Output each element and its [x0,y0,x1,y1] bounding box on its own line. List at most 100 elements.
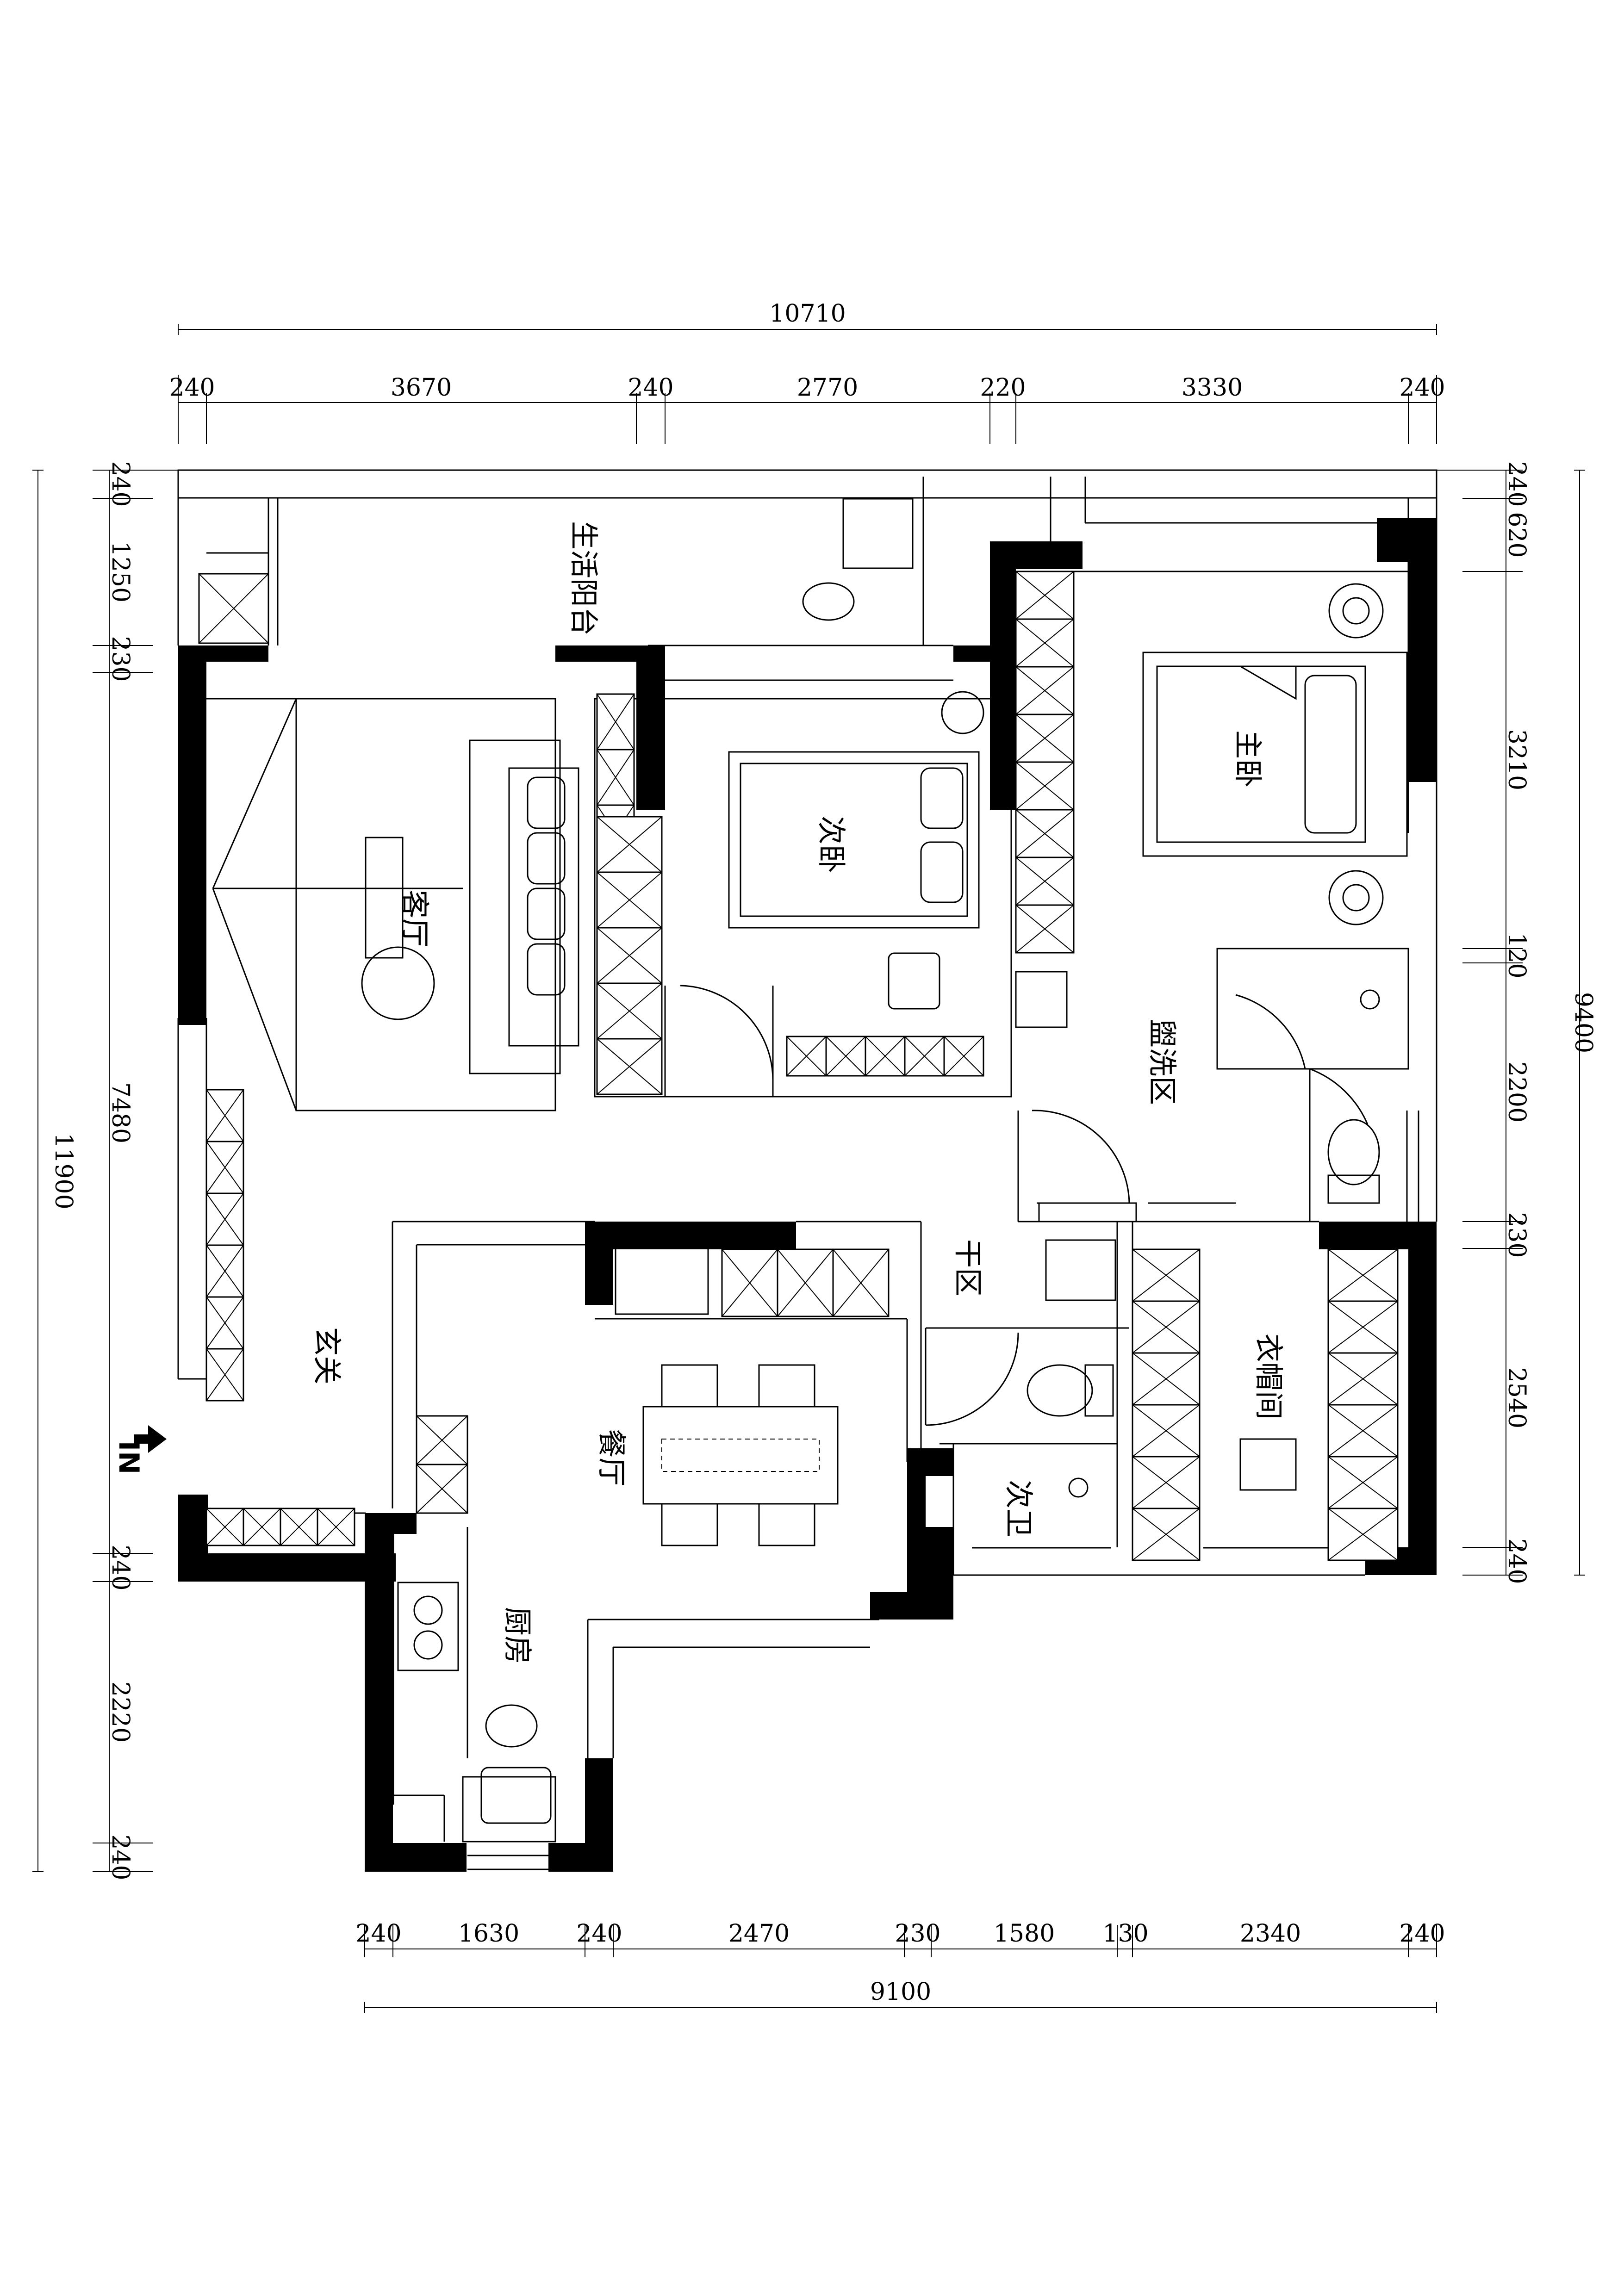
dim-top: 240 [169,374,215,402]
dimension-lines [32,324,1585,2013]
room-label-dry-area: 干区 [951,1239,985,1297]
cabinet-cross [416,1464,468,1514]
cabinet-cross [777,1249,834,1317]
side-table [361,946,435,1020]
dim-right: 2540 [1503,1367,1531,1428]
dim-top: 2770 [797,374,858,402]
cabinet-cross [1015,905,1074,953]
cabinet-cross [280,1508,318,1546]
cabinet-cross [206,1193,244,1246]
room-label-guest-bathroom: 次卫 [1002,1480,1036,1537]
entry-arrow-icon [148,1425,167,1453]
washing-machine [842,498,914,569]
cabinet-cross [597,872,662,928]
room-label-dining-room: 餐厅 [595,1429,628,1486]
cooktop [397,1582,459,1671]
cabinet-cross [597,1038,662,1095]
furniture [361,498,1408,1824]
dim-top: 3670 [391,374,452,402]
cabinet-cross [597,983,662,1039]
cabinet-cross [1132,1301,1200,1353]
dining-chair [661,1503,718,1546]
dim-right: 240 [1503,1538,1531,1584]
cabinet-cross [786,1036,827,1076]
room-label-living-room: 客厅 [398,890,432,947]
cabinets [198,571,1399,1561]
room-label-kitchen: 厨房 [501,1607,535,1664]
cabinet-cross [243,1508,281,1546]
ottoman [1239,1438,1297,1491]
cabinet-cross [1132,1353,1200,1405]
shower-drain [1360,989,1380,1010]
dim-left: 1250 [106,541,134,602]
dining-chair [758,1364,815,1408]
cabinet-cross [1132,1508,1200,1561]
cabinet-cross [1328,1456,1398,1509]
dim-bottom: 230 [895,1920,940,1948]
person [802,582,855,621]
cabinet-cross [1015,857,1074,906]
cabinet-cross [1328,1249,1398,1302]
dim-right: 620 [1503,512,1531,558]
dimension-labels: 10710 240 3670 240 2770 220 3330 240 240… [50,300,1597,2006]
dim-top: 240 [1399,374,1445,402]
dim-bottom: 130 [1102,1920,1148,1948]
dim-right: 230 [1503,1212,1531,1258]
dining-chair [661,1364,718,1408]
dim-top: 220 [980,374,1026,402]
room-label-entrance: 玄关 [310,1327,344,1384]
sofa [469,739,579,1074]
refrigerator [615,1244,709,1315]
cabinet-cross [317,1508,355,1546]
vanity [1038,1202,1137,1222]
cabinet-cross [1015,666,1074,715]
dim-bottom: 2340 [1240,1920,1301,1948]
dim-bottom: 2470 [728,1920,790,1948]
cabinet-cross [1328,1508,1398,1561]
room-label-master-bedroom: 主卧 [1231,730,1265,788]
cabinet-cross [1328,1404,1398,1457]
desk-chair [888,952,940,1010]
dim-left: 240 [106,1834,134,1880]
dim-left: 230 [106,636,134,682]
dim-top-total: 10710 [769,300,846,328]
cabinet-cross [904,1036,945,1076]
cabinet-cross [826,1036,866,1076]
structural-walls [178,518,1437,1872]
dim-left: 240 [106,1545,134,1590]
dining-table [642,1364,839,1546]
cabinet-cross [597,927,662,984]
cabinet-cross [416,1415,468,1465]
cook-person [485,1704,538,1748]
cabinet-cross [1015,714,1074,763]
room-label-cloakroom: 衣帽间 [1252,1334,1286,1420]
dim-left: 7480 [106,1082,134,1143]
cabinet-cross [1015,571,1074,620]
toilet [1027,1364,1114,1417]
dim-right: 3210 [1503,729,1531,790]
cabinet-cross [597,749,635,806]
entry-label: IN [112,1441,145,1475]
cabinet-cross [1328,1353,1398,1405]
cabinet-cross [206,1245,244,1297]
sink [1015,971,1068,1028]
cabinet-cross [1015,809,1074,858]
cabinet-cross [1015,619,1074,667]
cabinet-cross [865,1036,905,1076]
dim-left: 240 [106,461,134,507]
dim-bottom: 1580 [994,1920,1055,1948]
bedside-lamp [1328,583,1384,639]
entry-marker: IN [112,1425,167,1474]
dim-right: 2200 [1503,1061,1531,1123]
room-labels: 生活阳台 客厅 次卧 主卧 盥洗区 干区 玄关 餐厅 厨房 次卫 衣帽间 [310,521,1286,1664]
cabinet-cross [206,1508,244,1546]
cabinet-cross [1015,762,1074,810]
tv-cabinet [365,837,404,959]
dim-top: 240 [628,374,673,402]
room-label-washing-area: 盥洗区 [1145,1019,1179,1105]
toilet [1327,1119,1380,1204]
shower-drain [1068,1477,1089,1498]
dim-right: 240 [1503,461,1531,507]
cabinet-cross [206,1089,244,1142]
